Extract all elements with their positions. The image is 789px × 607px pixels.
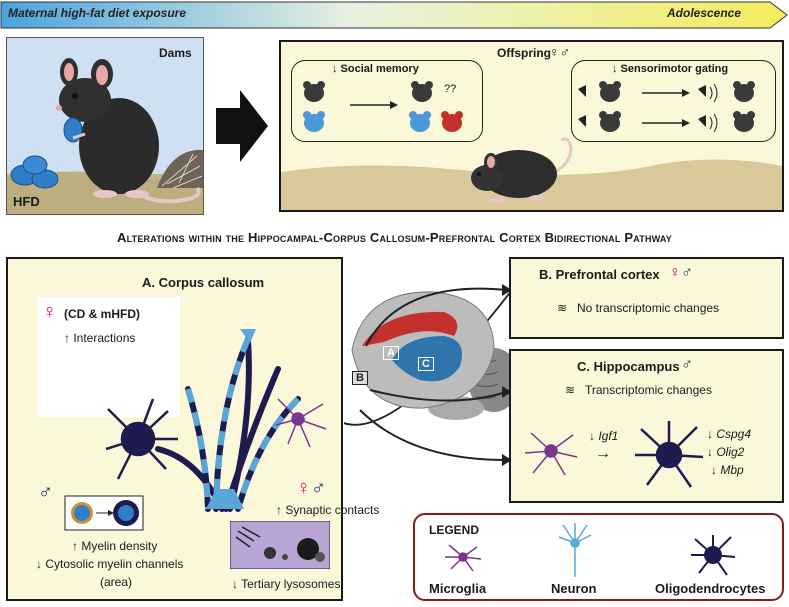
corpus-callosum-panel: A. Corpus callosum ♀ (CD & mHFD) ↑ Inter…	[6, 257, 379, 601]
legend-neuron-label: Neuron	[551, 581, 597, 596]
legend-oligodendrocyte-icon	[691, 535, 736, 576]
legend-title: LEGEND	[429, 523, 480, 537]
prefrontal-finding: No transcriptomic changes	[577, 301, 720, 315]
synaptic-contacts-label: ↑ Synaptic contacts	[276, 503, 380, 517]
brain-label-c: C	[418, 357, 434, 371]
sensorimotor-gating-label: ↓ Sensorimotor gating	[612, 63, 729, 75]
myelin-sheath-illustration	[64, 495, 144, 531]
brain-illustration	[344, 281, 519, 426]
transition-arrow-icon	[216, 90, 268, 162]
social-memory-box: ↓ Social memory ??	[291, 60, 483, 142]
social-memory-mice	[303, 81, 463, 132]
hippocampus-title: C. Hippocampus	[577, 359, 680, 374]
offspring-panel: Offspring ♀♂ ↓ Social memory ?? ↓ Sensor…	[279, 40, 784, 212]
dam-mouse-illustration	[7, 58, 203, 214]
offspring-mouse-illustration	[471, 137, 573, 203]
brain-label-a: A	[383, 346, 399, 360]
igf1-label: ↓ Igf1	[589, 429, 619, 443]
cspg4-label: ↓ Cspg4	[707, 427, 752, 441]
prefrontal-cortex-panel: B. Prefrontal cortex ♀♂ ≋ No transcripto…	[509, 257, 784, 339]
male-symbol-cc: ♂	[38, 481, 53, 503]
question-marks: ??	[444, 83, 457, 95]
hippocampus-sex-symbol: ♂	[681, 356, 693, 373]
tertiary-lysosomes-label: ↓ Tertiary lysosomes	[232, 577, 341, 591]
timeline-end-label: Adolescence	[667, 6, 742, 20]
brain-label-b: B	[352, 371, 368, 385]
hippocampus-panel: C. Hippocampus ♂ ≋ Transcriptomic change…	[509, 349, 784, 503]
sensorimotor-mice	[578, 81, 755, 133]
corpus-callosum-axons-illustration	[105, 329, 327, 512]
hippocampus-oligodendrocyte-icon	[635, 421, 704, 488]
timeline-start-label: Maternal high-fat diet exposure	[8, 6, 187, 20]
offspring-title: Offspring	[497, 46, 551, 60]
dna-icon-hippocampus: ≋	[565, 383, 576, 397]
hippocampus-arrow: →	[595, 445, 611, 462]
prefrontal-title: B. Prefrontal cortex	[539, 267, 660, 282]
female-interactions-box	[38, 297, 180, 417]
hippocampus-finding: Transcriptomic changes	[585, 383, 712, 397]
dams-title: Dams	[159, 46, 192, 60]
female-interactions-label: ↑ Interactions	[64, 331, 136, 345]
legend-microglia-icon	[445, 544, 482, 572]
legend-microglia-label: Microglia	[429, 581, 487, 596]
sensorimotor-gating-box: ↓ Sensorimotor gating	[571, 60, 776, 142]
microglia-cell	[275, 398, 327, 448]
legend-neuron-icon	[558, 523, 592, 577]
myelin-density-label: ↑ Myelin density	[72, 539, 158, 553]
offspring-sex-symbols: ♀♂	[549, 44, 570, 60]
area-label: (area)	[100, 575, 133, 589]
timeline-arrow	[0, 1, 788, 29]
dams-panel: Dams HFD	[6, 37, 204, 215]
social-memory-label: ↓ Social memory	[332, 63, 419, 75]
corpus-callosum-title: A. Corpus callosum	[142, 275, 265, 290]
hfd-label: HFD	[13, 194, 40, 209]
mbp-label: ↓ Mbp	[711, 463, 744, 477]
oligodendrocyte-cell	[105, 398, 178, 480]
prefrontal-sex-symbols: ♀♂	[669, 264, 693, 281]
lysosome-illustration	[230, 521, 330, 569]
legend-panel: LEGEND Microglia Neuron Oligodendrocytes	[413, 513, 784, 601]
pathway-arrows	[359, 284, 512, 466]
both-sex-symbols: ♀♂	[296, 477, 326, 499]
legend-oligodendrocytes-label: Oligodendrocytes	[655, 581, 766, 596]
pathway-title: Alterations within the Hippocampal-Corpu…	[117, 230, 672, 245]
dna-icon: ≋	[557, 301, 568, 315]
olig2-label: ↓ Olig2	[707, 445, 745, 459]
cytosolic-channels-label: ↓ Cytosolic myelin channels	[36, 557, 184, 571]
female-group-label: (CD & mHFD)	[64, 307, 140, 321]
hippocampus-microglia-icon	[524, 432, 578, 476]
female-symbol: ♀	[42, 301, 57, 323]
